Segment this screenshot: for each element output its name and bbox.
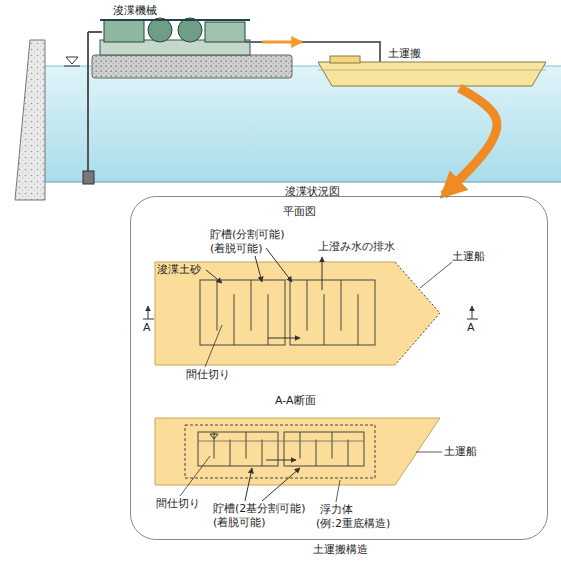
partition: [246, 432, 247, 459]
section-mark: [143, 319, 154, 320]
boat-cabin: [330, 56, 360, 63]
section-flow-arrow: [266, 460, 296, 461]
leader-line: [420, 262, 452, 288]
boat-deck-line: [318, 70, 546, 71]
label: 間仕切り: [156, 497, 200, 510]
section-hopper: [284, 432, 364, 466]
leader-line: [180, 456, 210, 496]
label: 平面図: [283, 205, 316, 218]
inflow-arrow: [206, 270, 222, 283]
partition: [230, 439, 231, 466]
section-mark: [467, 319, 478, 320]
partition: [300, 432, 301, 459]
suction-pipe: [87, 32, 89, 172]
partition: [214, 432, 215, 459]
partition: [251, 280, 252, 331]
drain-arrow: [322, 257, 323, 290]
label: A: [467, 321, 475, 334]
partition: [316, 439, 317, 466]
leader-line: [266, 248, 292, 282]
node-title: 浚渫機械: [113, 4, 157, 17]
label: 貯槽(2基分割可能): [213, 502, 306, 515]
label: 土運船: [444, 445, 477, 458]
label: 土運船: [452, 250, 485, 263]
water-level-mark: [210, 434, 218, 439]
node-title: 土運搬構造: [313, 543, 368, 556]
water-level-mark: [66, 57, 78, 64]
plan-hopper: [200, 280, 285, 345]
boat-hull: [318, 62, 546, 86]
seabed: [42, 182, 561, 183]
plan-hopper: [290, 280, 375, 345]
label: 上澄み水の排水: [318, 240, 395, 253]
partition: [332, 432, 333, 459]
section-mark: [472, 306, 473, 319]
quay-wall: [15, 40, 45, 200]
boat-node: 土運搬: [318, 46, 546, 86]
barge: [92, 55, 292, 78]
machine-motor: [205, 22, 245, 42]
plan-flow-arrow: [268, 338, 300, 339]
machine-pump: [148, 18, 172, 42]
label: A-A断面: [275, 394, 316, 407]
label: 貯槽(分割可能): [210, 228, 285, 241]
leader-line: [262, 468, 300, 501]
partition: [341, 280, 342, 331]
partition: [234, 294, 235, 345]
label: 浚渫土砂: [157, 263, 201, 276]
suction-pipe: [88, 31, 102, 33]
leader-line: [205, 325, 222, 367]
leader-line: [245, 468, 252, 501]
label: (着脱可能): [213, 516, 266, 529]
label: 浮力体: [320, 503, 353, 516]
flow-connector: [444, 88, 497, 195]
partition: [307, 280, 308, 331]
buoyancy-body: [185, 425, 375, 478]
leader-line: [416, 452, 442, 453]
dredger-node: 浚渫機械: [92, 2, 292, 78]
plan-hull: [155, 262, 440, 365]
partition: [324, 294, 325, 345]
node-title: 土運搬: [388, 47, 421, 60]
section-mark: [148, 306, 149, 319]
suction-head: [83, 171, 94, 184]
label: 間仕切り: [186, 368, 230, 381]
water-level-line: [64, 66, 80, 67]
machine-pump: [178, 18, 202, 42]
label: 浚渫状況図: [285, 185, 340, 198]
label: (例:2重底構造): [316, 517, 390, 530]
section-water-line: [198, 441, 364, 442]
partition: [217, 280, 218, 331]
label: A: [143, 321, 151, 334]
machine-body: [104, 20, 144, 42]
partition: [358, 294, 359, 345]
machine-frame: [100, 19, 250, 21]
partition: [262, 439, 263, 466]
leader-line: [255, 256, 262, 282]
plan-hull-outline: [155, 262, 395, 365]
leader-line: [336, 480, 340, 502]
discharge-pipe: [245, 42, 380, 62]
flow-arrow: [262, 41, 302, 44]
section-hull: [155, 418, 440, 485]
partition: [348, 439, 349, 466]
label: (着脱可能): [210, 242, 263, 255]
partition: [268, 294, 269, 345]
section-hopper: [198, 432, 278, 466]
